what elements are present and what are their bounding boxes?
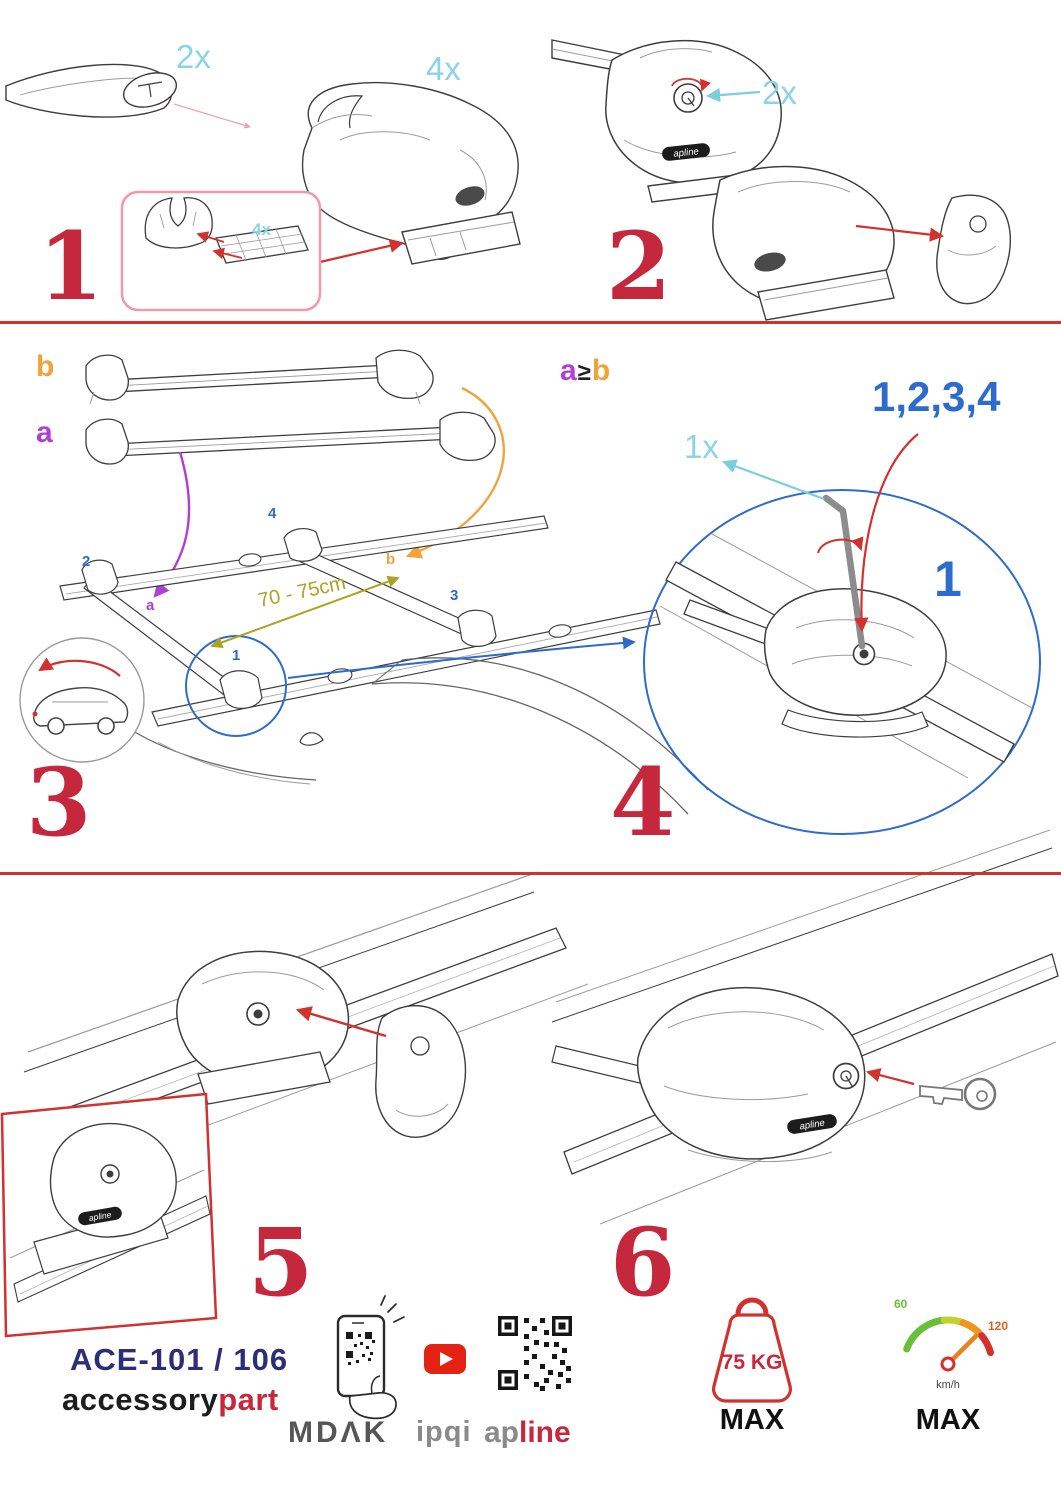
foot-quantity-label: 4x: [426, 50, 461, 87]
max-weight-label: MAX: [719, 1404, 785, 1436]
length-rule: a≥b: [560, 356, 610, 386]
rule-a: a: [560, 354, 577, 387]
max-speed-label: MAX: [915, 1404, 981, 1436]
roof-position-2: 2: [82, 553, 91, 570]
position-1-callout: 1: [934, 551, 962, 607]
section-divider: [0, 321, 1061, 324]
roof-bar-a-label: a: [146, 597, 155, 614]
section-divider: [0, 872, 1061, 875]
roof-position-1: 1: [232, 647, 241, 664]
step5-number: 5: [248, 1208, 314, 1318]
rule-operator: ≥: [577, 359, 591, 386]
tightening-detail-illustration: [643, 433, 1041, 835]
speed-unit-label: km/h: [936, 1379, 960, 1391]
key-insertion-illustration: apline: [551, 829, 1059, 1225]
apline-part-2: line: [519, 1416, 571, 1449]
qr-code-icon: [498, 1316, 572, 1391]
pad-quantity-label: 4x: [252, 220, 271, 239]
bar-a-label: a: [36, 416, 53, 449]
tighten-order-label: 1,2,3,4: [872, 373, 1001, 420]
step3-number: 3: [26, 748, 92, 858]
foot-brand-text: apline: [88, 1209, 112, 1223]
speed-low-tick: 60: [894, 1297, 908, 1311]
ipqi-logo-text: ipqi: [416, 1416, 472, 1448]
foot-brand-text: apline: [673, 146, 699, 160]
max-speed-icon: [903, 1316, 994, 1372]
foot-inset-red-box: apline: [0, 1092, 218, 1338]
brand-part-2: part: [218, 1382, 279, 1417]
apline-part-1: ap: [484, 1416, 520, 1449]
foot-endcap-illustration: [647, 165, 1011, 321]
model-number: ACE-101 / 106: [70, 1342, 289, 1377]
bar-quantity-label: 2x: [176, 38, 211, 75]
step2-number: 2: [606, 212, 672, 322]
crossbar-b-illustration: [85, 349, 434, 405]
roof-position-4: 4: [268, 505, 277, 522]
speed-high-tick: 120: [988, 1319, 1009, 1333]
rule-b: b: [591, 354, 611, 387]
crossbar-end-illustration: [5, 63, 251, 129]
roof-bar-b-label: b: [386, 551, 396, 568]
direction-inset: [19, 637, 145, 763]
bar-b-label: b: [36, 350, 55, 383]
step4-number: 4: [610, 748, 676, 858]
max-weight-value: 75 KG: [721, 1351, 783, 1374]
brand-part-1: accessory: [62, 1382, 219, 1417]
phone-qr-scan-icon: [336, 1295, 405, 1420]
roof-position-3: 3: [450, 587, 459, 604]
lock-quantity-label: 2x: [762, 74, 797, 111]
crossbar-a-illustration: [85, 411, 496, 465]
step6-number: 6: [610, 1208, 676, 1318]
rubber-pad-inset: [120, 190, 322, 312]
youtube-play-icon: [424, 1344, 466, 1374]
max-weight-icon: [712, 1297, 792, 1403]
foot-brand-text: apline: [799, 1118, 826, 1133]
mdak-logo-text: MDΛK: [288, 1416, 389, 1449]
mounting-foot-illustration: [301, 81, 521, 265]
lock-foot-illustration: apline: [551, 39, 782, 185]
car-roof-illustration: [59, 515, 709, 815]
step1-number: 1: [38, 212, 104, 322]
apline-logo-text: apline: [484, 1418, 571, 1448]
tool-quantity-label: 1x: [684, 428, 719, 465]
brand-wordmark: accessorypart: [62, 1384, 279, 1415]
